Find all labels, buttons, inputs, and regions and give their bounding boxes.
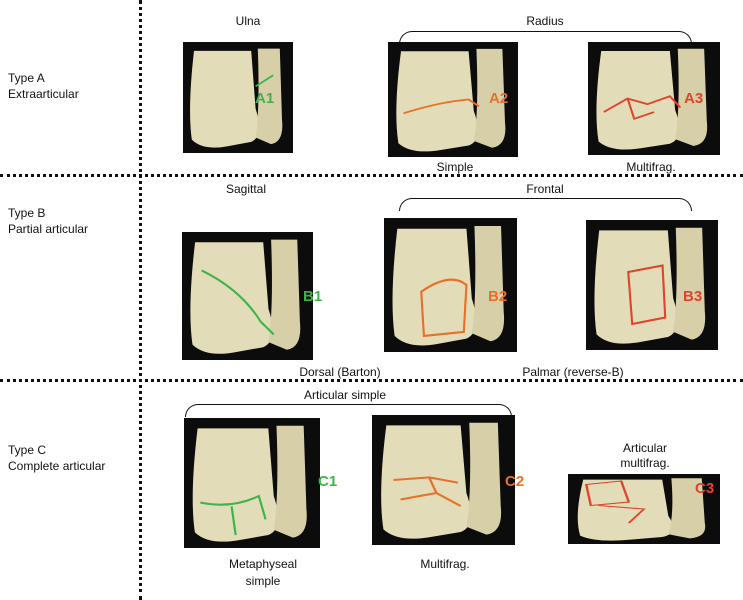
bone-render-icon (396, 48, 506, 152)
bone-render-icon (381, 422, 502, 539)
bone-image-a2 (388, 42, 518, 157)
bone-render-icon (392, 226, 505, 346)
header-articular-multifrag-2: multifrag. (620, 456, 670, 470)
panel-label-c2: C2 (505, 473, 525, 490)
row-divider (0, 174, 743, 177)
caption-b3: Palmar (reverse-B) (522, 365, 624, 379)
row-type-a-desc: Extraarticular (8, 87, 79, 101)
bone-image-a1 (183, 42, 293, 153)
bone-render-icon (577, 478, 706, 541)
bone-image-c1 (184, 418, 320, 548)
caption-a3: Multifrag. (626, 160, 676, 174)
panel-label-c1: C1 (318, 473, 338, 490)
bone-render-icon (190, 239, 301, 354)
row-type-c: Type C (8, 443, 47, 457)
bone-render-icon (190, 48, 283, 148)
bone-image-c3 (568, 474, 720, 544)
panel-label-b1: B1 (303, 288, 323, 305)
bone-render-icon (596, 48, 708, 150)
header-ulna: Ulna (235, 14, 261, 28)
panel-label-b2: B2 (488, 288, 508, 305)
bone-image-b1 (182, 232, 313, 360)
row-type-c-desc: Complete articular (8, 459, 106, 473)
row-divider (0, 379, 743, 382)
row-type-b: Type B (8, 206, 46, 220)
bone-image-b3 (586, 220, 718, 350)
header-sagittal: Sagittal (225, 182, 267, 196)
header-radius: Radius (526, 14, 564, 28)
panel-label-a3: A3 (684, 90, 704, 107)
panel-label-c3: C3 (695, 480, 715, 497)
header-frontal: Frontal (526, 182, 564, 196)
panel-label-a1: A1 (255, 90, 275, 107)
panel-label-a2: A2 (489, 90, 509, 107)
bone-render-icon (594, 227, 706, 344)
bone-image-c2 (372, 415, 515, 545)
vertical-divider (139, 0, 142, 600)
caption-a2: Simple (436, 160, 474, 174)
row-type-a: Type A (8, 71, 45, 85)
header-articular-multifrag: Articular (622, 441, 668, 455)
caption-c1-2: simple (245, 574, 281, 588)
header-articular-simple: Articular simple (303, 388, 387, 402)
bone-image-b2 (384, 218, 517, 352)
bone-render-icon (192, 425, 307, 542)
panel-label-b3: B3 (683, 288, 703, 305)
caption-c1: Metaphyseal (228, 557, 298, 571)
caption-c2: Multifrag. (420, 557, 470, 571)
row-type-b-desc: Partial articular (8, 222, 89, 236)
bracket-frontal (399, 198, 692, 211)
caption-b1: Dorsal (Barton) (299, 365, 381, 379)
bone-image-a3 (588, 42, 720, 155)
